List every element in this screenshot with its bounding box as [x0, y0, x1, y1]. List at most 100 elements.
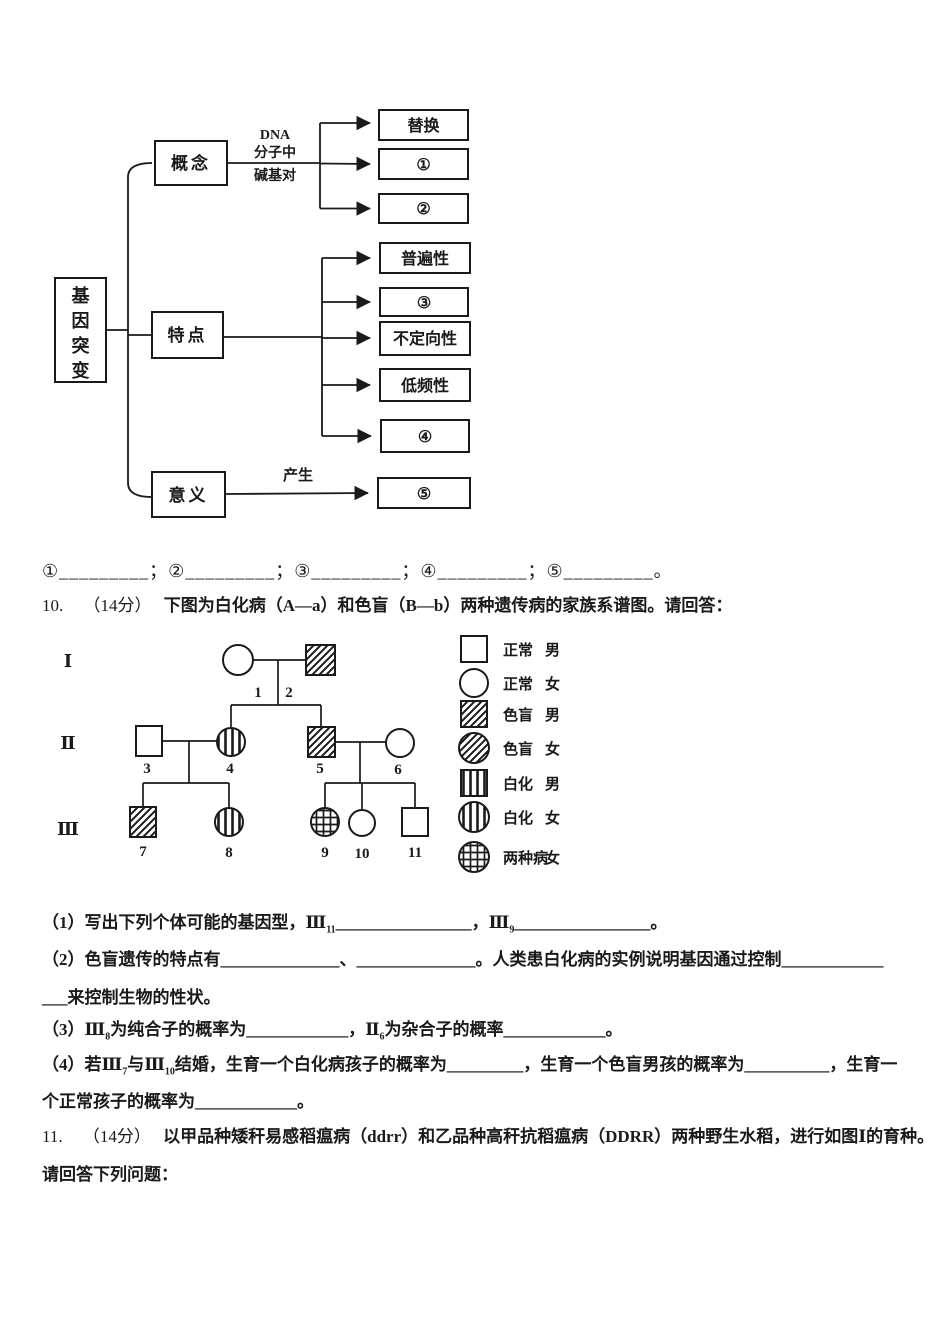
leaf-box-blank-2: ② — [378, 193, 469, 224]
part1-mid-text: ，Ⅲ — [471, 913, 510, 932]
question-10-number: 10. — [42, 596, 64, 615]
part2-text-continuation: 来控制生物的性状。 — [67, 988, 221, 1007]
concept-map-figure: 基 因 突 变 概念 特点 意义 DNA 分子中 碱基对 产生 替换 — [54, 109, 471, 518]
legend-label-2: 色盲 — [503, 706, 533, 724]
pedigree-legend-labels: 正常 男 正常 女 色盲 男 色盲 女 白化 男 白化 女 两种病 女 — [503, 641, 560, 867]
branch-box-concept: 概念 — [154, 140, 228, 186]
legend-label-1: 正常 — [503, 675, 533, 693]
member-number-6: 6 — [394, 762, 402, 778]
concept-map-bracket — [106, 162, 153, 498]
legend-gender-1: 女 — [545, 675, 560, 693]
legend-gender-5: 女 — [545, 809, 560, 827]
question-10-header: 10. （14分） 下图为白化病（A—a）和色盲（B—b）两种遗传病的家族系谱图… — [42, 591, 732, 616]
leaf-label-blank-1: ① — [416, 157, 430, 174]
leaf-label-blank-2: ② — [416, 201, 430, 218]
question-10-stem: 下图为白化病（A—a）和色盲（B—b）两种遗传病的家族系谱图。请回答： — [163, 596, 733, 615]
member-9-both-diseases-female — [310, 807, 340, 837]
part4-subscript-7: 7 — [122, 1066, 128, 1078]
legend-gender-0: 男 — [545, 642, 560, 659]
branch-box-significance: 意义 — [151, 471, 226, 518]
part2-blank-1: ______________ — [220, 950, 340, 969]
pedigree-legend — [458, 635, 490, 873]
question-10-points: （14分） — [83, 596, 152, 615]
part4-end: 。 — [297, 1092, 314, 1111]
member-number-11: 11 — [408, 845, 422, 861]
pedigree-members — [129, 644, 429, 838]
part3-text: （3）Ⅲ — [42, 1020, 106, 1039]
question-11-points: （14分） — [82, 1127, 151, 1146]
edge-label-line2: 分子中 — [254, 144, 296, 161]
part3-blank-2: ____________ — [503, 1020, 606, 1039]
legend-gender-3: 女 — [545, 740, 560, 758]
legend-label-0: 正常 — [503, 641, 533, 659]
part4-blank-1: _________ — [446, 1055, 524, 1074]
part3-blank-1: ____________ — [246, 1020, 349, 1039]
member-4-albino-female — [216, 727, 246, 757]
part1-blank-1: ________________ — [335, 913, 472, 932]
generation-label-2: Ⅱ — [60, 733, 75, 753]
legend-symbol-colorblind-male — [460, 700, 488, 728]
question-10-part-2-line-1: （2）色盲遗传的特点有______________、______________… — [42, 945, 884, 970]
part2-mid-text: 。人类患白化病的实例说明基因通过控制 — [475, 950, 782, 969]
root-char-4: 变 — [72, 360, 90, 381]
member-7-colorblind-male — [129, 806, 157, 838]
leaf-box-non-directional: 不定向性 — [379, 321, 471, 356]
concept-map-arrows — [223, 115, 372, 501]
leaf-box-blank-3: ③ — [379, 287, 469, 317]
part2-blank-3: ____________ — [781, 950, 884, 969]
pedigree-lines — [142, 659, 416, 810]
edge-label-line1: DNA — [260, 128, 291, 143]
part3-end: 。 — [605, 1020, 623, 1039]
part4-mid-text-1: 与Ⅲ — [127, 1055, 165, 1074]
generation-label-3: Ⅲ — [57, 819, 79, 839]
question-10-part-1: （1）写出下列个体可能的基因型，Ⅲ11________________，Ⅲ9__… — [42, 908, 667, 935]
leaf-box-substitution: 替换 — [378, 109, 469, 141]
pedigree-member-numbers: 1 2 3 4 5 6 7 8 9 10 11 — [139, 685, 422, 862]
part4-mid-text-4: ，生育一 — [829, 1055, 898, 1074]
member-10-normal-female — [348, 809, 376, 837]
branch-label-features: 特点 — [168, 325, 208, 345]
member-1-normal-female — [222, 644, 254, 676]
leaf-box-blank-4: ④ — [380, 419, 470, 453]
generation-label-1: Ⅰ — [64, 651, 72, 671]
member-number-7: 7 — [139, 844, 147, 860]
branch-label-concept: 概念 — [171, 153, 211, 173]
question-10-part-2-line-2: ___来控制生物的性状。 — [42, 983, 221, 1008]
part3-mid-text-1: 为纯合子的概率为 — [110, 1020, 247, 1039]
part1-end: 。 — [650, 913, 668, 932]
part4-mid-text-3: ，生育一个色盲男孩的概率为 — [523, 1055, 745, 1074]
edge-label-line3: 碱基对 — [254, 167, 296, 184]
part4-blank-2: __________ — [744, 1055, 830, 1074]
branch-box-features: 特点 — [151, 311, 224, 359]
part4-mid-text-2: 结婚，生育一个白化病孩子的概率为 — [174, 1055, 447, 1074]
leaf-box-universality: 普遍性 — [379, 242, 471, 274]
member-number-1: 1 — [254, 685, 262, 701]
member-number-5: 5 — [316, 761, 324, 777]
member-number-2: 2 — [285, 685, 293, 701]
edge-label-dna-base-pairs: DNA 分子中 碱基对 — [254, 128, 296, 184]
root-char-2: 因 — [72, 311, 90, 331]
question-11-stem: 以甲品种矮秆易感稻瘟病（ddrr）和乙品种高秆抗稻瘟病（DDRR）两种野生水稻，… — [163, 1127, 935, 1146]
part3-mid-text-3: 为杂合子的概率 — [384, 1020, 504, 1039]
part1-subscript-9: 9 — [509, 924, 515, 936]
part3-mid-text-2: ，Ⅱ — [348, 1020, 380, 1039]
part2-text: （2）色盲遗传的特点有 — [42, 950, 221, 969]
legend-symbol-albino-female — [458, 801, 490, 833]
leaf-label-universality: 普遍性 — [401, 249, 449, 268]
part1-subscript-11: 11 — [326, 924, 336, 936]
part2-blank-2: ______________ — [356, 950, 476, 969]
leaf-label-low-frequency: 低频性 — [400, 376, 449, 395]
legend-label-4: 白化 — [503, 775, 533, 793]
leaf-label-non-directional: 不定向性 — [393, 329, 457, 348]
legend-symbol-albino-male — [460, 769, 488, 797]
question-10-part-4-line-2: 个正常孩子的概率为____________。 — [42, 1087, 314, 1112]
part3-subscript-6: 6 — [379, 1031, 385, 1043]
root-char-1: 基 — [71, 285, 91, 306]
question-11-header: 11. （14分） 以甲品种矮秆易感稻瘟病（ddrr）和乙品种高秆抗稻瘟病（DD… — [42, 1122, 934, 1147]
legend-label-5: 白化 — [503, 809, 533, 827]
part4-blank-3: ____________ — [195, 1092, 297, 1111]
member-number-9: 9 — [321, 845, 329, 861]
member-number-10: 10 — [355, 846, 370, 862]
legend-symbol-colorblind-female — [458, 732, 490, 764]
